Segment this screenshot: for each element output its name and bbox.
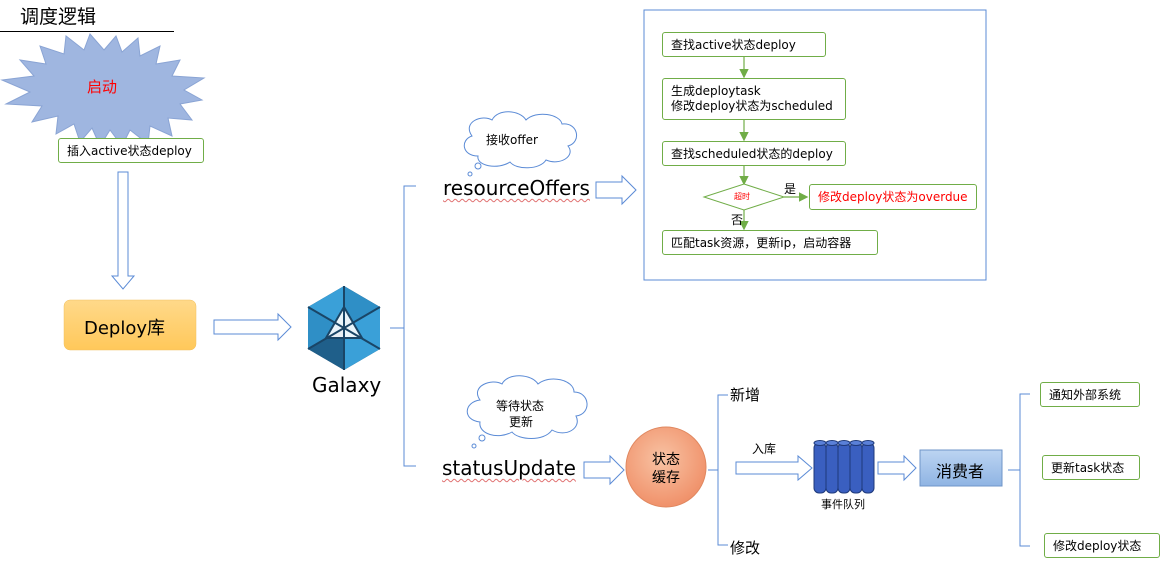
cloud-receive-offer — [463, 111, 577, 177]
galaxy-label: Galaxy — [312, 373, 382, 397]
right-arrow-enqueue — [735, 454, 813, 482]
branch-add: 新增 — [730, 386, 761, 404]
flow-step-create-task: 生成deploytask 修改deploy状态为scheduled — [662, 78, 846, 120]
enqueue-label: 入库 — [752, 442, 777, 456]
flow-step-match: 匹配task资源，更新ip，启动容器 — [662, 230, 878, 255]
consumer-label: 消费者 — [936, 462, 985, 481]
down-arrow — [110, 171, 136, 290]
flow-step-find-scheduled: 查找scheduled状态的deploy — [662, 141, 846, 166]
cloud-receive-offer-text: 接收offer — [486, 133, 538, 147]
flow-step-create-task-line2: 修改deploy状态为scheduled — [671, 99, 833, 113]
timeout-decision-diamond — [702, 183, 786, 211]
right-arrow-deploy-galaxy — [213, 312, 292, 342]
consumer-bracket — [1008, 393, 1030, 547]
insert-active-box: 插入active状态deploy — [58, 138, 204, 163]
cache-line1: 状态 — [652, 452, 680, 468]
decision-label: 超时 — [734, 192, 750, 201]
output-modify-deploy: 修改deploy状态 — [1044, 533, 1160, 558]
output-notify-external: 通知外部系统 — [1040, 382, 1140, 407]
galaxy-bracket — [390, 185, 416, 467]
flow-step-create-task-line1: 生成deploytask — [671, 84, 761, 98]
decision-no: 否 — [731, 213, 744, 227]
flow-step-overdue: 修改deploy状态为overdue — [809, 184, 977, 210]
start-starburst — [0, 33, 206, 148]
status-cache-circle — [625, 426, 707, 508]
flow-step-find-active: 查找active状态deploy — [662, 32, 826, 57]
right-arrow-offers — [595, 174, 637, 206]
galaxy-logo — [307, 286, 381, 370]
cloud-wait-status — [466, 375, 588, 449]
cache-line2: 缓存 — [652, 470, 680, 486]
page-title: 调度逻辑 — [20, 6, 97, 28]
consumer-box — [919, 449, 1003, 487]
resource-offers-label: resourceOffers — [443, 176, 590, 200]
cache-bracket — [708, 394, 728, 546]
queue-label: 事件队列 — [821, 498, 865, 511]
decision-yes: 是 — [784, 182, 797, 196]
cloud-wait-line1: 等待状态 — [496, 399, 545, 413]
right-arrow-consumer — [877, 454, 917, 482]
event-queue — [813, 440, 875, 494]
title-underline — [0, 31, 174, 32]
branch-modify: 修改 — [730, 539, 761, 557]
deploy-db-label: Deploy库 — [84, 318, 166, 339]
deploy-db-box — [63, 299, 197, 351]
right-arrow-status — [583, 454, 625, 486]
start-label: 启动 — [87, 78, 118, 96]
output-update-task: 更新task状态 — [1042, 455, 1140, 480]
cloud-wait-line2: 更新 — [509, 415, 534, 429]
status-update-label: statusUpdate — [442, 456, 576, 480]
